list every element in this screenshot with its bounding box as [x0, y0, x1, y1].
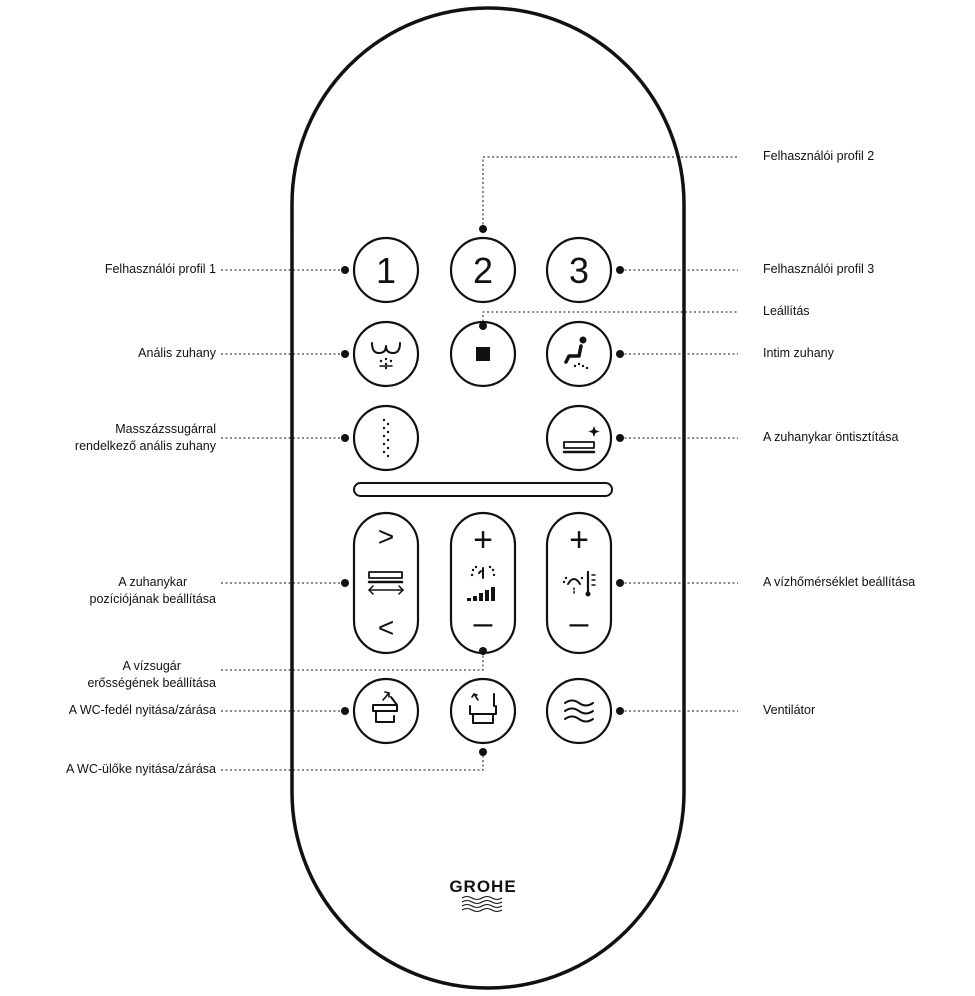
massage-shower-button[interactable] [352, 404, 420, 472]
label-jet-strength-line1: A vízsugár [122, 659, 181, 673]
leader-dot [341, 350, 349, 358]
leader-dot [616, 434, 624, 442]
leader-dot [616, 707, 624, 715]
label-anal-shower: Anális zuhany [138, 346, 216, 360]
seat-button[interactable] [449, 677, 517, 745]
label-profile-2: Felhasználói profil 2 [763, 149, 875, 163]
lid-open-close-icon [372, 691, 398, 723]
leader-seat [221, 752, 484, 771]
leader-dot [341, 707, 349, 715]
water-temp-icon [562, 570, 596, 597]
label-jet-strength-line2: erősségének beállítása [87, 676, 216, 690]
anal-shower-icon [371, 342, 401, 370]
leader-profile-2 [482, 156, 738, 229]
anal-shower-button[interactable] [352, 320, 420, 388]
intimate-shower-button[interactable] [545, 320, 613, 388]
label-profile-1: Felhasználói profil 1 [104, 262, 216, 276]
label-arm-position-line2: pozíciójának beállítása [89, 592, 216, 606]
arm-position-icon [367, 571, 404, 595]
leader-dot [616, 266, 624, 274]
leader-dot [479, 322, 487, 330]
massage-shower-icon [382, 418, 390, 458]
profile-3-button[interactable] [545, 236, 613, 304]
label-intimate-shower: Intim zuhany [763, 346, 834, 360]
lid-button[interactable] [352, 677, 420, 745]
label-arm-position: A zuhanykar pozíciójának beállítása [90, 574, 216, 608]
fan-icon [564, 699, 594, 723]
leader-dot [479, 647, 487, 655]
profile-2-button[interactable] [449, 236, 517, 304]
label-fan: Ventilátor [763, 703, 816, 717]
position-down-sign[interactable]: < [378, 612, 394, 643]
leader-dot [479, 225, 487, 233]
water-temp-control[interactable] [545, 511, 613, 655]
leader-dot [479, 748, 487, 756]
temp-plus-sign[interactable]: + [569, 521, 589, 559]
leader-dot [616, 350, 624, 358]
profile-1-button[interactable] [352, 236, 420, 304]
divider-bar [353, 482, 613, 497]
leader-stop [482, 311, 738, 326]
seat-open-close-icon [469, 693, 497, 724]
temp-minus-sign[interactable]: – [570, 604, 589, 642]
label-massage-line2: rendelkező anális zuhany [74, 439, 216, 453]
leader-dot [341, 434, 349, 442]
label-profile-3: Felhasználói profil 3 [763, 262, 875, 276]
label-self-clean: A zuhanykar öntisztítása [763, 430, 899, 444]
label-water-temp: A vízhőmérséklet beállítása [763, 575, 916, 589]
label-seat: A WC-ülőke nyitása/zárása [65, 762, 216, 776]
leader-jet-strength [221, 651, 484, 671]
jet-strength-icon [467, 565, 496, 601]
leader-dot [341, 579, 349, 587]
brand-logo-text: GROHE [449, 877, 516, 896]
position-up-sign[interactable]: > [378, 521, 394, 552]
label-massage-line1: Masszázssugárral [115, 422, 216, 436]
self-clean-button[interactable] [545, 404, 613, 472]
self-clean-icon [562, 426, 600, 454]
leader-dot [341, 266, 349, 274]
arm-position-control[interactable] [352, 511, 420, 655]
label-arm-position-line1: A zuhanykar [118, 575, 188, 589]
remote-body [290, 6, 686, 990]
label-stop: Leállítás [763, 304, 810, 318]
label-jet-strength: A vízsugár erősségének beállítása [87, 658, 216, 692]
pressure-plus-sign[interactable]: + [473, 521, 493, 559]
label-massage-shower: Masszázssugárral rendelkező anális zuhan… [75, 421, 216, 455]
fan-button[interactable] [545, 677, 613, 745]
grohe-logo: GROHE [449, 877, 516, 913]
leader-dot [616, 579, 624, 587]
profile-3-number: 3 [569, 250, 589, 291]
profile-1-number: 1 [376, 250, 396, 291]
stop-icon [476, 347, 490, 361]
profile-2-number: 2 [473, 250, 493, 291]
label-lid: A WC-fedél nyitása/zárása [68, 703, 216, 717]
intimate-shower-icon [564, 336, 589, 370]
pressure-minus-sign[interactable]: – [474, 604, 493, 642]
